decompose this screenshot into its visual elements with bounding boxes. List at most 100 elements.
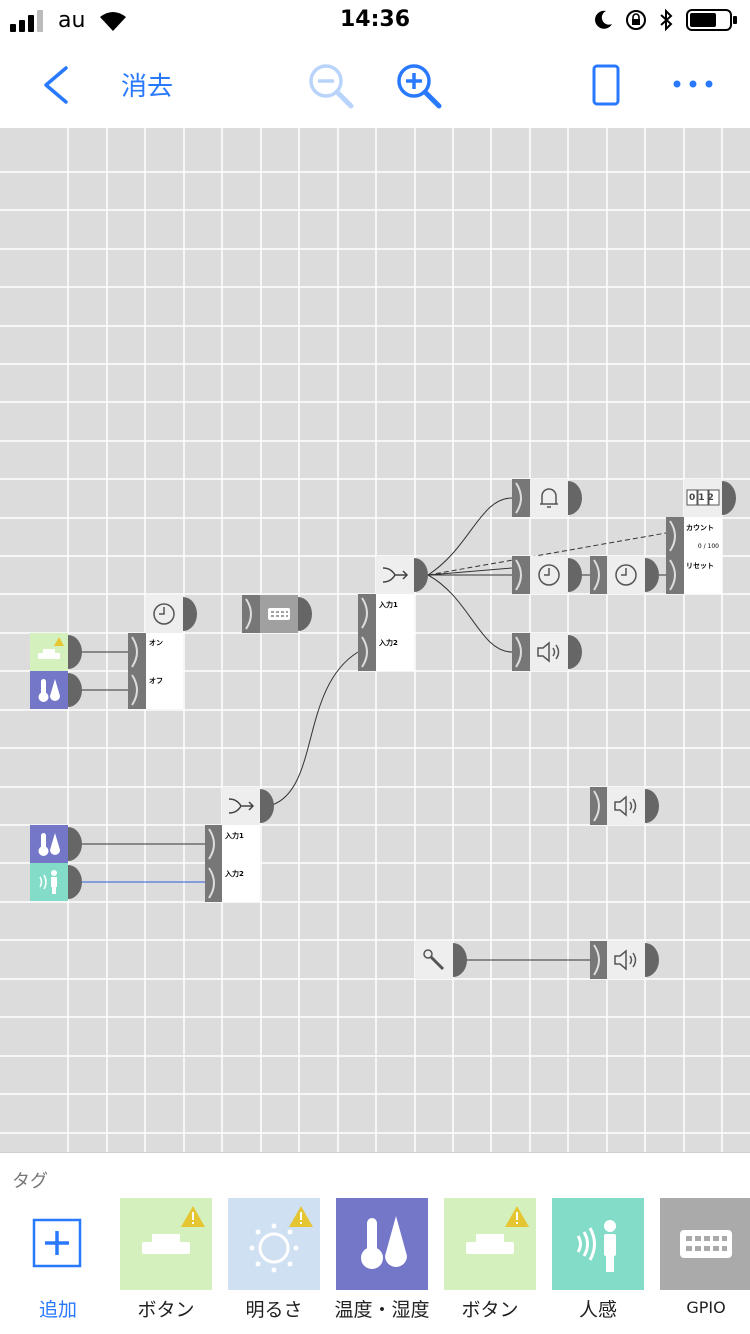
output-port[interactable] bbox=[68, 863, 82, 901]
timer-node[interactable] bbox=[530, 556, 568, 594]
output-port[interactable] bbox=[645, 787, 659, 825]
device-icon[interactable] bbox=[592, 64, 620, 106]
tile-motion-label: 人感 bbox=[578, 1299, 617, 1321]
connection-wires bbox=[80, 497, 667, 961]
tile-brightness-label: 明るさ bbox=[245, 1299, 303, 1321]
bell-icon bbox=[540, 488, 558, 508]
tile-temp-humidity-label: 温度・湿度 bbox=[334, 1299, 430, 1321]
counter-value: 0 / 100 bbox=[697, 543, 719, 550]
gpio-node[interactable] bbox=[260, 595, 298, 633]
or-gate-node[interactable] bbox=[222, 787, 260, 825]
counter-icon bbox=[686, 489, 720, 506]
tile-button-2[interactable] bbox=[444, 1198, 536, 1290]
tile-gpio-label: GPIO bbox=[686, 1298, 726, 1317]
output-port[interactable] bbox=[414, 556, 428, 594]
or-gate-node[interactable] bbox=[376, 556, 414, 594]
output-port[interactable] bbox=[645, 556, 659, 594]
add-tag-button[interactable] bbox=[12, 1198, 104, 1290]
status-time: 14:36 bbox=[339, 7, 411, 32]
tag-palette: タグ 追加 ボタン 明るさ 温度・湿度 bbox=[0, 1152, 750, 1334]
add-tag-label[interactable]: 追加 bbox=[38, 1299, 77, 1321]
speaker-icon bbox=[614, 949, 637, 971]
output-port[interactable] bbox=[453, 941, 467, 979]
button-icon bbox=[142, 1206, 205, 1254]
brightness-icon bbox=[249, 1206, 313, 1273]
output-port[interactable] bbox=[568, 556, 582, 594]
motion-icon bbox=[39, 870, 57, 894]
output-port[interactable] bbox=[68, 671, 82, 709]
input-port[interactable] bbox=[590, 941, 608, 979]
speaker-node[interactable] bbox=[607, 787, 645, 825]
notification-node[interactable] bbox=[530, 479, 568, 517]
signal-icon bbox=[10, 10, 43, 32]
clock-icon bbox=[615, 564, 637, 586]
input-ports[interactable] bbox=[666, 517, 684, 594]
carrier-label: au bbox=[58, 8, 86, 33]
speaker-icon bbox=[537, 641, 560, 663]
input-port[interactable] bbox=[242, 595, 260, 633]
voice-node[interactable] bbox=[415, 941, 453, 979]
tile-button[interactable] bbox=[120, 1198, 212, 1290]
speaker-node[interactable] bbox=[607, 941, 645, 979]
output-port[interactable] bbox=[68, 825, 82, 863]
wifi-icon bbox=[100, 12, 126, 31]
workspace-canvas[interactable]: オン オフ 入力1 入力2 bbox=[0, 128, 750, 1152]
output-port[interactable] bbox=[645, 941, 659, 979]
input1-label: 入力1 bbox=[379, 601, 398, 609]
temp-sensor-node[interactable] bbox=[30, 671, 68, 709]
output-port[interactable] bbox=[722, 479, 736, 517]
more-icon[interactable] bbox=[672, 78, 714, 90]
output-port[interactable] bbox=[568, 633, 582, 671]
input-ports[interactable] bbox=[205, 825, 223, 902]
motion-sensor-node[interactable] bbox=[30, 863, 68, 901]
tile-brightness[interactable] bbox=[228, 1198, 320, 1290]
output-port[interactable] bbox=[568, 479, 582, 517]
input-port[interactable] bbox=[590, 787, 608, 825]
zoom-in-icon[interactable] bbox=[393, 60, 445, 112]
nav-bar: 消去 bbox=[0, 40, 750, 128]
or-gate-panel[interactable]: 入力1 入力2 bbox=[376, 594, 414, 671]
timer-node[interactable] bbox=[607, 556, 645, 594]
palette-title: タグ bbox=[12, 1171, 48, 1192]
timer-node[interactable] bbox=[146, 595, 183, 633]
tile-button-label: ボタン bbox=[137, 1299, 195, 1321]
timer-off-label: オフ bbox=[149, 677, 163, 685]
output-port[interactable] bbox=[298, 595, 312, 633]
clock-icon bbox=[538, 564, 560, 586]
input-port[interactable] bbox=[512, 479, 530, 517]
zoom-out-icon[interactable] bbox=[305, 60, 357, 112]
timer-on-label: オン bbox=[149, 639, 163, 647]
input-port[interactable] bbox=[512, 633, 530, 671]
temp-humidity-icon bbox=[361, 1216, 407, 1269]
counter-node[interactable]: 012 bbox=[684, 479, 722, 517]
output-port[interactable] bbox=[68, 633, 82, 671]
speaker-node[interactable] bbox=[530, 633, 568, 671]
input-ports[interactable] bbox=[358, 594, 376, 671]
timer-switch-panel[interactable]: オン オフ bbox=[146, 633, 183, 709]
tile-gpio[interactable] bbox=[660, 1198, 750, 1290]
input-ports[interactable] bbox=[128, 633, 146, 709]
counter-count-label: カウント bbox=[686, 524, 714, 532]
input2-label: 入力2 bbox=[225, 870, 244, 878]
button-sensor-node[interactable] bbox=[30, 633, 68, 671]
or-gate-panel[interactable]: 入力1 入力2 bbox=[222, 825, 260, 902]
temp-sensor-node[interactable] bbox=[30, 825, 68, 863]
back-icon[interactable] bbox=[38, 64, 72, 106]
counter-reset-label: リセット bbox=[686, 562, 714, 570]
button-icon bbox=[466, 1206, 529, 1254]
gpio-icon bbox=[680, 1230, 732, 1258]
motion-icon bbox=[576, 1220, 616, 1272]
bluetooth-icon bbox=[660, 8, 673, 32]
input-port[interactable] bbox=[590, 556, 608, 594]
button-icon bbox=[38, 637, 64, 659]
counter-digits: 012 bbox=[689, 493, 717, 503]
tile-motion[interactable] bbox=[552, 1198, 644, 1290]
input-port[interactable] bbox=[512, 556, 530, 594]
counter-panel[interactable]: カウント 0 / 100 リセット bbox=[684, 517, 722, 594]
output-port[interactable] bbox=[183, 595, 197, 633]
battery-icon bbox=[686, 9, 737, 31]
tile-temp-humidity[interactable] bbox=[336, 1198, 428, 1290]
microphone-icon bbox=[423, 949, 445, 971]
delete-button[interactable]: 消去 bbox=[121, 72, 174, 102]
output-port[interactable] bbox=[260, 787, 274, 825]
